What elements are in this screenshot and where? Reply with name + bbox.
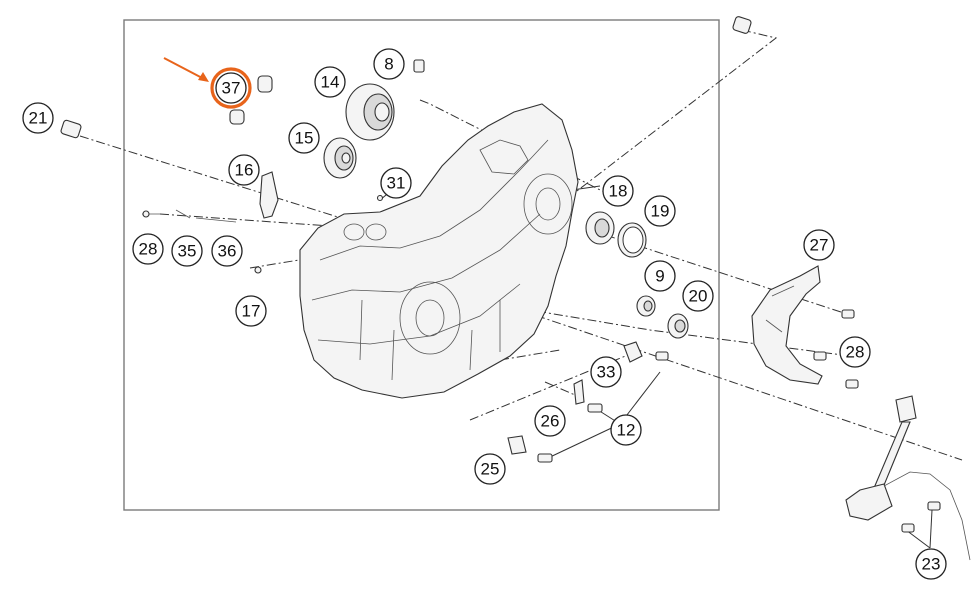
callout-label: 16 [235, 161, 254, 180]
callout-label: 17 [242, 302, 261, 321]
callout-label: 20 [689, 287, 708, 306]
callout-14: 14 [314, 66, 346, 98]
bearing-15 [323, 137, 357, 179]
callout-label: 35 [178, 242, 197, 261]
callout-35: 35 [171, 235, 203, 267]
callout-12: 12 [610, 414, 642, 446]
callout-label: 8 [384, 55, 393, 74]
sensor-23 [845, 395, 971, 561]
assembly-axes [79, 29, 963, 461]
seal-9 [636, 295, 656, 317]
callout-15: 15 [288, 122, 320, 154]
callout-28-right: 28 [839, 336, 871, 368]
callout-8: 8 [373, 48, 405, 80]
callout-label: 23 [922, 555, 941, 574]
cover-27 [751, 265, 823, 385]
callout-36: 36 [211, 235, 243, 267]
callout-label: 27 [810, 236, 829, 255]
callout-16: 16 [228, 154, 260, 186]
callout-28: 28 [132, 233, 164, 265]
seal-18 [585, 211, 615, 245]
callout-37: 37 [210, 67, 252, 109]
callout-label: 37 [222, 79, 241, 98]
callout-label: 28 [139, 240, 158, 259]
callout-label: 12 [617, 421, 636, 440]
diagram-frame [123, 19, 720, 511]
callout-21: 21 [22, 102, 54, 134]
callout-label: 33 [597, 363, 616, 382]
crankcase-housing [299, 103, 579, 399]
callout-25: 25 [474, 453, 506, 485]
callout-label: 18 [609, 182, 628, 201]
callout-33: 33 [590, 356, 622, 388]
callout-label: 19 [651, 202, 670, 221]
callout-label: 9 [655, 267, 664, 286]
callout-20: 20 [682, 280, 714, 312]
callout-label: 26 [541, 412, 560, 431]
highlight-arrow [163, 57, 209, 82]
callout-label: 14 [321, 73, 340, 92]
callout-label: 31 [387, 174, 406, 193]
o-ring-19 [617, 222, 647, 258]
small-parts [60, 16, 941, 533]
callout-27: 27 [803, 229, 835, 261]
callout-31: 31 [380, 167, 412, 199]
callout-19: 19 [644, 195, 676, 227]
callout-26: 26 [534, 405, 566, 437]
callout-label: 15 [295, 129, 314, 148]
callout-label: 28 [846, 343, 865, 362]
seal-20 [667, 313, 689, 339]
callout-label: 36 [218, 242, 237, 261]
callout-label: 21 [29, 109, 48, 128]
callout-label: 25 [481, 460, 500, 479]
callout-17: 17 [235, 295, 267, 327]
callout-18: 18 [602, 175, 634, 207]
callout-23: 23 [915, 548, 947, 580]
callout-9: 9 [644, 260, 676, 292]
highlight-ring [210, 67, 252, 109]
bearing-14 [345, 83, 395, 141]
